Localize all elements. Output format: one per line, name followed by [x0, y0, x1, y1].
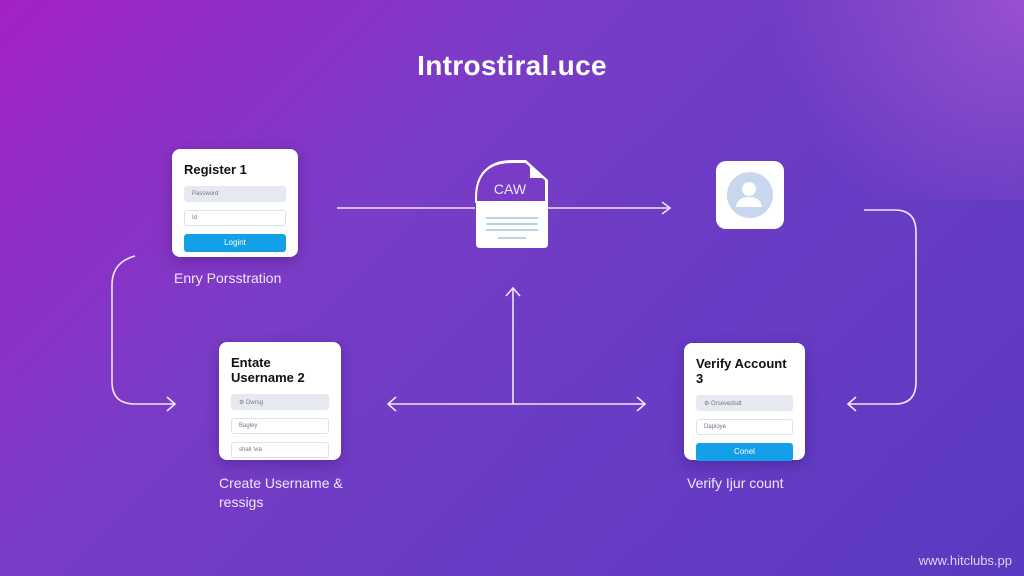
code-field[interactable]: ⚙ Orsevedsdt [696, 395, 793, 411]
verify-card: Verify Account 3 ⚙ Orsevedsdt Daploye Co… [684, 343, 805, 461]
display-field[interactable]: Bagley [231, 418, 329, 434]
watermark: www.hitclubs.pp [918, 553, 1012, 568]
document-icon: CAW [475, 160, 548, 248]
username-heading: Entate Username 2 [231, 355, 305, 385]
step2-caption-line2: ressigs [219, 494, 264, 510]
step2-caption: Create Username & ressigs [219, 474, 343, 512]
register-card: Register 1 Password Id Logint [172, 149, 298, 257]
arrow-doc-to-avatar [548, 201, 672, 215]
shell-field[interactable]: shall 'wa [231, 442, 329, 458]
deploy-field[interactable]: Daploye [696, 419, 793, 435]
gear-icon: ⚙ [704, 401, 712, 407]
arrow-step1-to-step2 [111, 255, 177, 412]
page-title: Introstiral.uce [417, 50, 607, 81]
user-avatar-icon [727, 172, 773, 218]
document-icon-text: CAW [494, 181, 527, 197]
username-field[interactable]: ⚙ Dwrsg [231, 394, 329, 410]
step3-caption: Verify Ijur count [687, 475, 784, 491]
gear-icon: ⚙ [239, 400, 247, 406]
confirm-button[interactable]: Conel [696, 443, 793, 461]
arrow-avatar-to-step3 [846, 209, 917, 412]
verify-heading: Verify Account 3 [696, 356, 787, 386]
step1-caption: Enry Porsstration [174, 270, 282, 286]
register-heading: Register 1 [184, 162, 247, 177]
login-button[interactable]: Logint [184, 234, 286, 252]
avatar-card [716, 161, 784, 229]
step2-caption-line1: Create Username & [219, 475, 343, 491]
id-field[interactable]: Id [184, 210, 286, 226]
username-card: Entate Username 2 ⚙ Dwrsg Bagley shall '… [219, 342, 341, 460]
password-field[interactable]: Password [184, 186, 286, 202]
arrow-bidirectional [386, 396, 647, 412]
arrow-up-to-doc [505, 286, 521, 404]
